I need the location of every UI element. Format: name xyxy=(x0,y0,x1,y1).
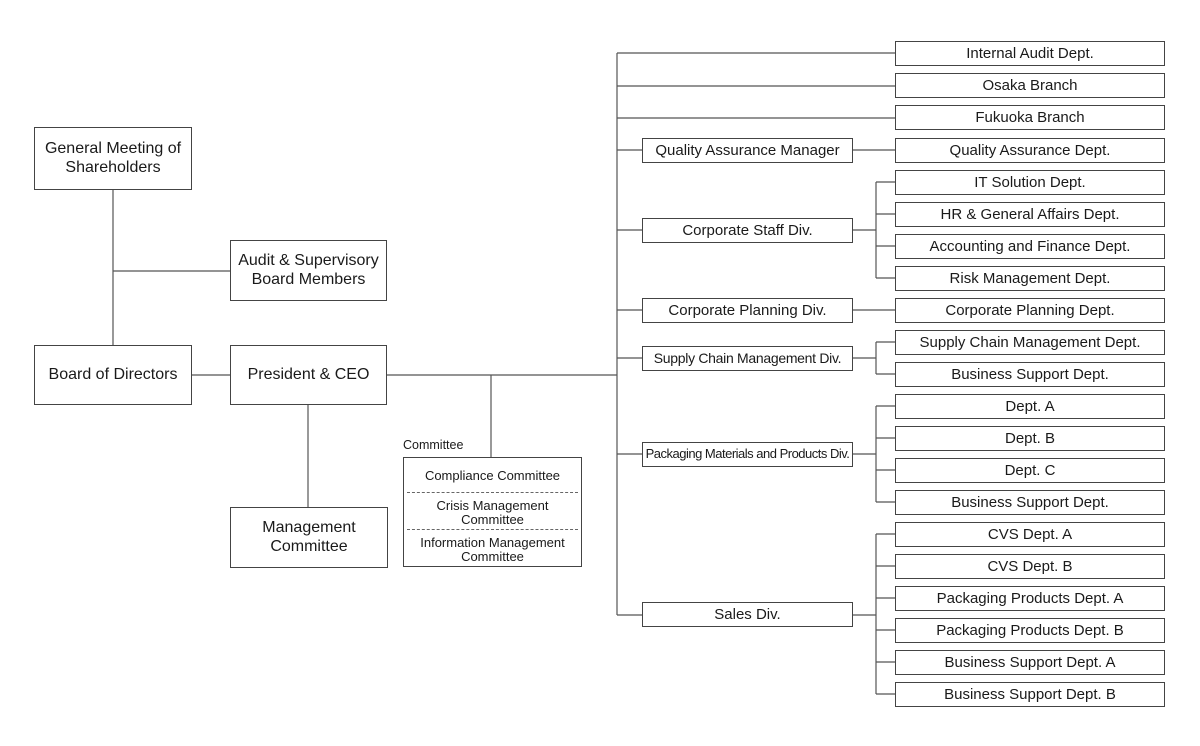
department-box: Packaging Products Dept. B xyxy=(895,618,1165,643)
compliance-committee: Compliance Committee xyxy=(424,468,561,483)
division-label: Supply Chain Management Div. xyxy=(653,350,842,367)
department-label: Dept. B xyxy=(1004,429,1056,447)
department-label: CVS Dept. A xyxy=(987,525,1073,543)
board-of-directors-box: Board of Directors xyxy=(34,345,192,405)
president-box: President & CEO xyxy=(230,345,387,405)
department-box: CVS Dept. A xyxy=(895,522,1165,547)
department-box: Accounting and Finance Dept. xyxy=(895,234,1165,259)
management-committee-label: Management Committee xyxy=(262,519,356,555)
department-label: Packaging Products Dept. B xyxy=(936,621,1124,639)
committee-divider xyxy=(407,529,578,530)
department-box: Business Support Dept. xyxy=(895,362,1165,387)
audit-board-box: Audit & Supervisory Board Members xyxy=(230,240,387,301)
department-label: Dept. A xyxy=(1005,397,1055,415)
division-label: Packaging Materials and Products Div. xyxy=(645,446,850,462)
department-label: Business Support Dept. A xyxy=(944,653,1116,671)
department-label: IT Solution Dept. xyxy=(974,173,1086,191)
division-label: Corporate Staff Div. xyxy=(682,221,813,239)
department-box: Osaka Branch xyxy=(895,73,1165,98)
department-box: Risk Management Dept. xyxy=(895,266,1165,291)
department-label: Business Support Dept. xyxy=(951,365,1109,383)
committee-heading: Committee xyxy=(403,438,464,452)
committee-box: Compliance Committee Crisis Management C… xyxy=(403,457,582,567)
department-label: Supply Chain Management Dept. xyxy=(919,333,1141,351)
committee-divider xyxy=(407,492,578,493)
department-box: Packaging Products Dept. A xyxy=(895,586,1165,611)
department-label: HR & General Affairs Dept. xyxy=(940,205,1120,223)
division-label: Corporate Planning Div. xyxy=(668,301,827,319)
department-box: Corporate Planning Dept. xyxy=(895,298,1165,323)
corporate-planning-division-box: Corporate Planning Div. xyxy=(642,298,853,323)
department-label: Business Support Dept. B xyxy=(944,685,1116,703)
department-box: Business Support Dept. xyxy=(895,490,1165,515)
department-box: CVS Dept. B xyxy=(895,554,1165,579)
management-committee-box: Management Committee xyxy=(230,507,388,568)
quality-assurance-manager-box: Quality Assurance Manager xyxy=(642,138,853,163)
shareholders-label: General Meeting of Shareholders xyxy=(44,140,182,176)
audit-board-label: Audit & Supervisory Board Members xyxy=(238,252,379,288)
department-box: Supply Chain Management Dept. xyxy=(895,330,1165,355)
packaging-division-box: Packaging Materials and Products Div. xyxy=(642,442,853,467)
department-label: Fukuoka Branch xyxy=(975,108,1085,126)
department-label: Accounting and Finance Dept. xyxy=(929,237,1131,255)
department-box: IT Solution Dept. xyxy=(895,170,1165,195)
information-management-committee: Information Management Committee xyxy=(420,535,565,564)
department-box: Internal Audit Dept. xyxy=(895,41,1165,66)
department-box: HR & General Affairs Dept. xyxy=(895,202,1165,227)
sales-division-box: Sales Div. xyxy=(642,602,853,627)
division-label: Sales Div. xyxy=(714,605,781,623)
department-box: Fukuoka Branch xyxy=(895,105,1165,130)
department-label: Risk Management Dept. xyxy=(949,269,1111,287)
department-label: Quality Assurance Dept. xyxy=(949,141,1111,159)
department-label: Business Support Dept. xyxy=(951,493,1109,511)
department-box: Dept. C xyxy=(895,458,1165,483)
department-label: Corporate Planning Dept. xyxy=(945,301,1115,319)
corporate-staff-division-box: Corporate Staff Div. xyxy=(642,218,853,243)
department-label: CVS Dept. B xyxy=(987,557,1073,575)
department-box: Dept. A xyxy=(895,394,1165,419)
supply-chain-division-box: Supply Chain Management Div. xyxy=(642,346,853,371)
president-label: President & CEO xyxy=(247,365,370,383)
department-label: Internal Audit Dept. xyxy=(966,44,1094,62)
board-of-directors-label: Board of Directors xyxy=(48,365,178,383)
department-box: Dept. B xyxy=(895,426,1165,451)
department-label: Packaging Products Dept. A xyxy=(936,589,1124,607)
shareholders-box: General Meeting of Shareholders xyxy=(34,127,192,190)
department-label: Dept. C xyxy=(1004,461,1056,479)
division-label: Quality Assurance Manager xyxy=(655,141,840,159)
department-box: Business Support Dept. B xyxy=(895,682,1165,707)
department-label: Osaka Branch xyxy=(982,76,1078,94)
department-box: Quality Assurance Dept. xyxy=(895,138,1165,163)
department-box: Business Support Dept. A xyxy=(895,650,1165,675)
crisis-management-committee: Crisis Management Committee xyxy=(436,498,549,527)
